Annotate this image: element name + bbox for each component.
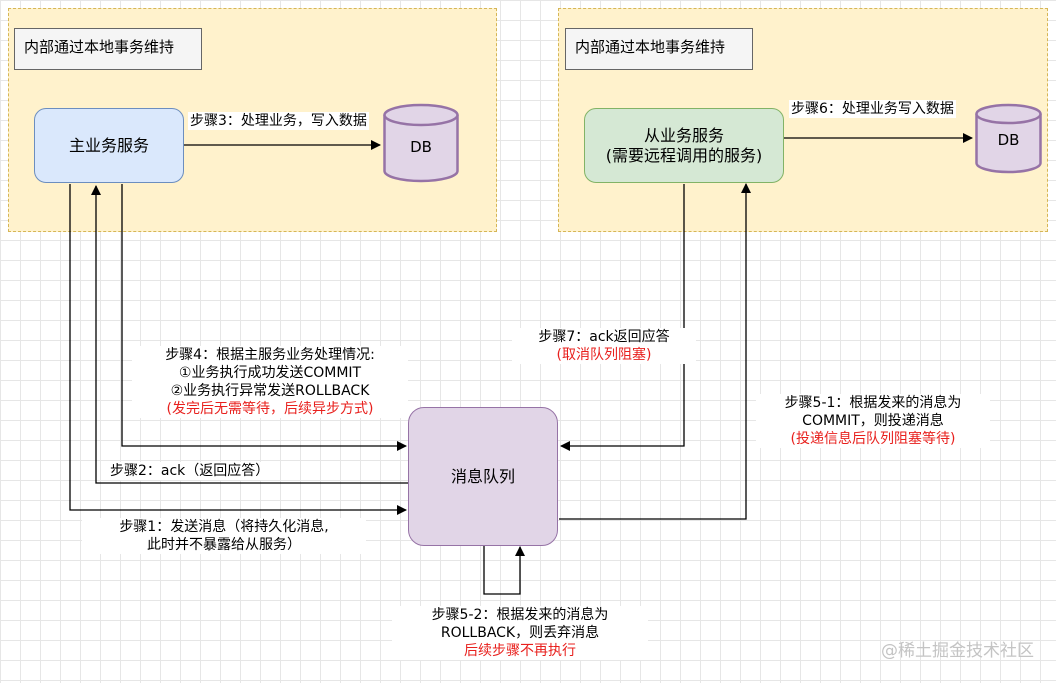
right-db-cylinder: DB xyxy=(975,103,1042,174)
step5-2-line-2: ROLLBACK，则丢弃消息 xyxy=(440,625,600,641)
main-service-label: 主业务服务 xyxy=(68,135,149,155)
step1-line-2: 此时并不暴露给从服务） xyxy=(147,537,301,553)
arrow-step4 xyxy=(121,184,407,451)
step1-line-1: 步骤1：发送消息（将持久化消息, xyxy=(119,519,329,535)
step5-1-note: (投递信息后队列阻塞等待) xyxy=(790,431,956,447)
arrow-step2 xyxy=(91,185,408,484)
step4-label: 步骤4：根据主服务业务处理情况: ①业务执行成功发送COMMIT ②业务执行异常… xyxy=(132,346,408,418)
step7-note: (取消队列阻塞) xyxy=(556,347,652,363)
step5-1-line-1: 步骤5-1：根据发来的消息为 xyxy=(784,395,962,411)
left-db-cylinder: DB xyxy=(383,103,459,183)
arrow-step7 xyxy=(560,184,685,451)
left-db-shape xyxy=(383,103,459,183)
message-queue-label: 消息队列 xyxy=(450,466,515,486)
right-db-shape xyxy=(975,103,1042,174)
step2-label: 步骤2：ack（返回应答） xyxy=(108,462,272,480)
arrow-step5-2 xyxy=(483,546,525,595)
step3-label: 步骤3：处理业务，写入数据 xyxy=(188,112,369,130)
sub-service-node: 从业务服务 (需要远程调用的服务) xyxy=(584,108,784,183)
step4-line-3: ②业务执行异常发送ROLLBACK xyxy=(170,383,370,399)
right-region-label: 内部通过本地事务维持 xyxy=(565,28,753,70)
arrow-step5-1 xyxy=(559,183,751,520)
watermark: @稀土掘金技术社区 xyxy=(881,641,1034,661)
message-queue-node: 消息队列 xyxy=(408,407,558,546)
step6-label: 步骤6：处理业务写入数据 xyxy=(789,100,956,118)
step4-line-2: ①业务执行成功发送COMMIT xyxy=(178,365,362,381)
right-db-label: DB xyxy=(997,131,1020,149)
step1-label: 步骤1：发送消息（将持久化消息, 此时并不暴露给从服务） xyxy=(82,518,366,554)
step4-note: (发完后无需等待，后续异步方式) xyxy=(166,401,374,417)
step4-line-1: 步骤4：根据主服务业务处理情况: xyxy=(165,347,375,363)
step5-1-label: 步骤5-1：根据发来的消息为 COMMIT，则投递消息 (投递信息后队列阻塞等待… xyxy=(756,394,990,448)
step5-1-line-2: COMMIT，则投递消息 xyxy=(802,413,944,429)
arrow-step1 xyxy=(69,184,407,515)
left-region-label: 内部通过本地事务维持 xyxy=(14,28,202,70)
step5-2-label: 步骤5-2：根据发来的消息为 ROLLBACK，则丢弃消息 后续步骤不再执行 xyxy=(392,606,648,660)
step7-line: 步骤7：ack返回应答 xyxy=(538,329,670,345)
step7-label: 步骤7：ack返回应答 (取消队列阻塞) xyxy=(512,328,696,364)
sub-service-label: 从业务服务 (需要远程调用的服务) xyxy=(605,125,763,165)
main-service-node: 主业务服务 xyxy=(34,108,184,183)
step5-2-line-1: 步骤5-2：根据发来的消息为 xyxy=(431,607,609,623)
left-db-label: DB xyxy=(410,138,432,156)
step5-2-note: 后续步骤不再执行 xyxy=(464,643,576,659)
